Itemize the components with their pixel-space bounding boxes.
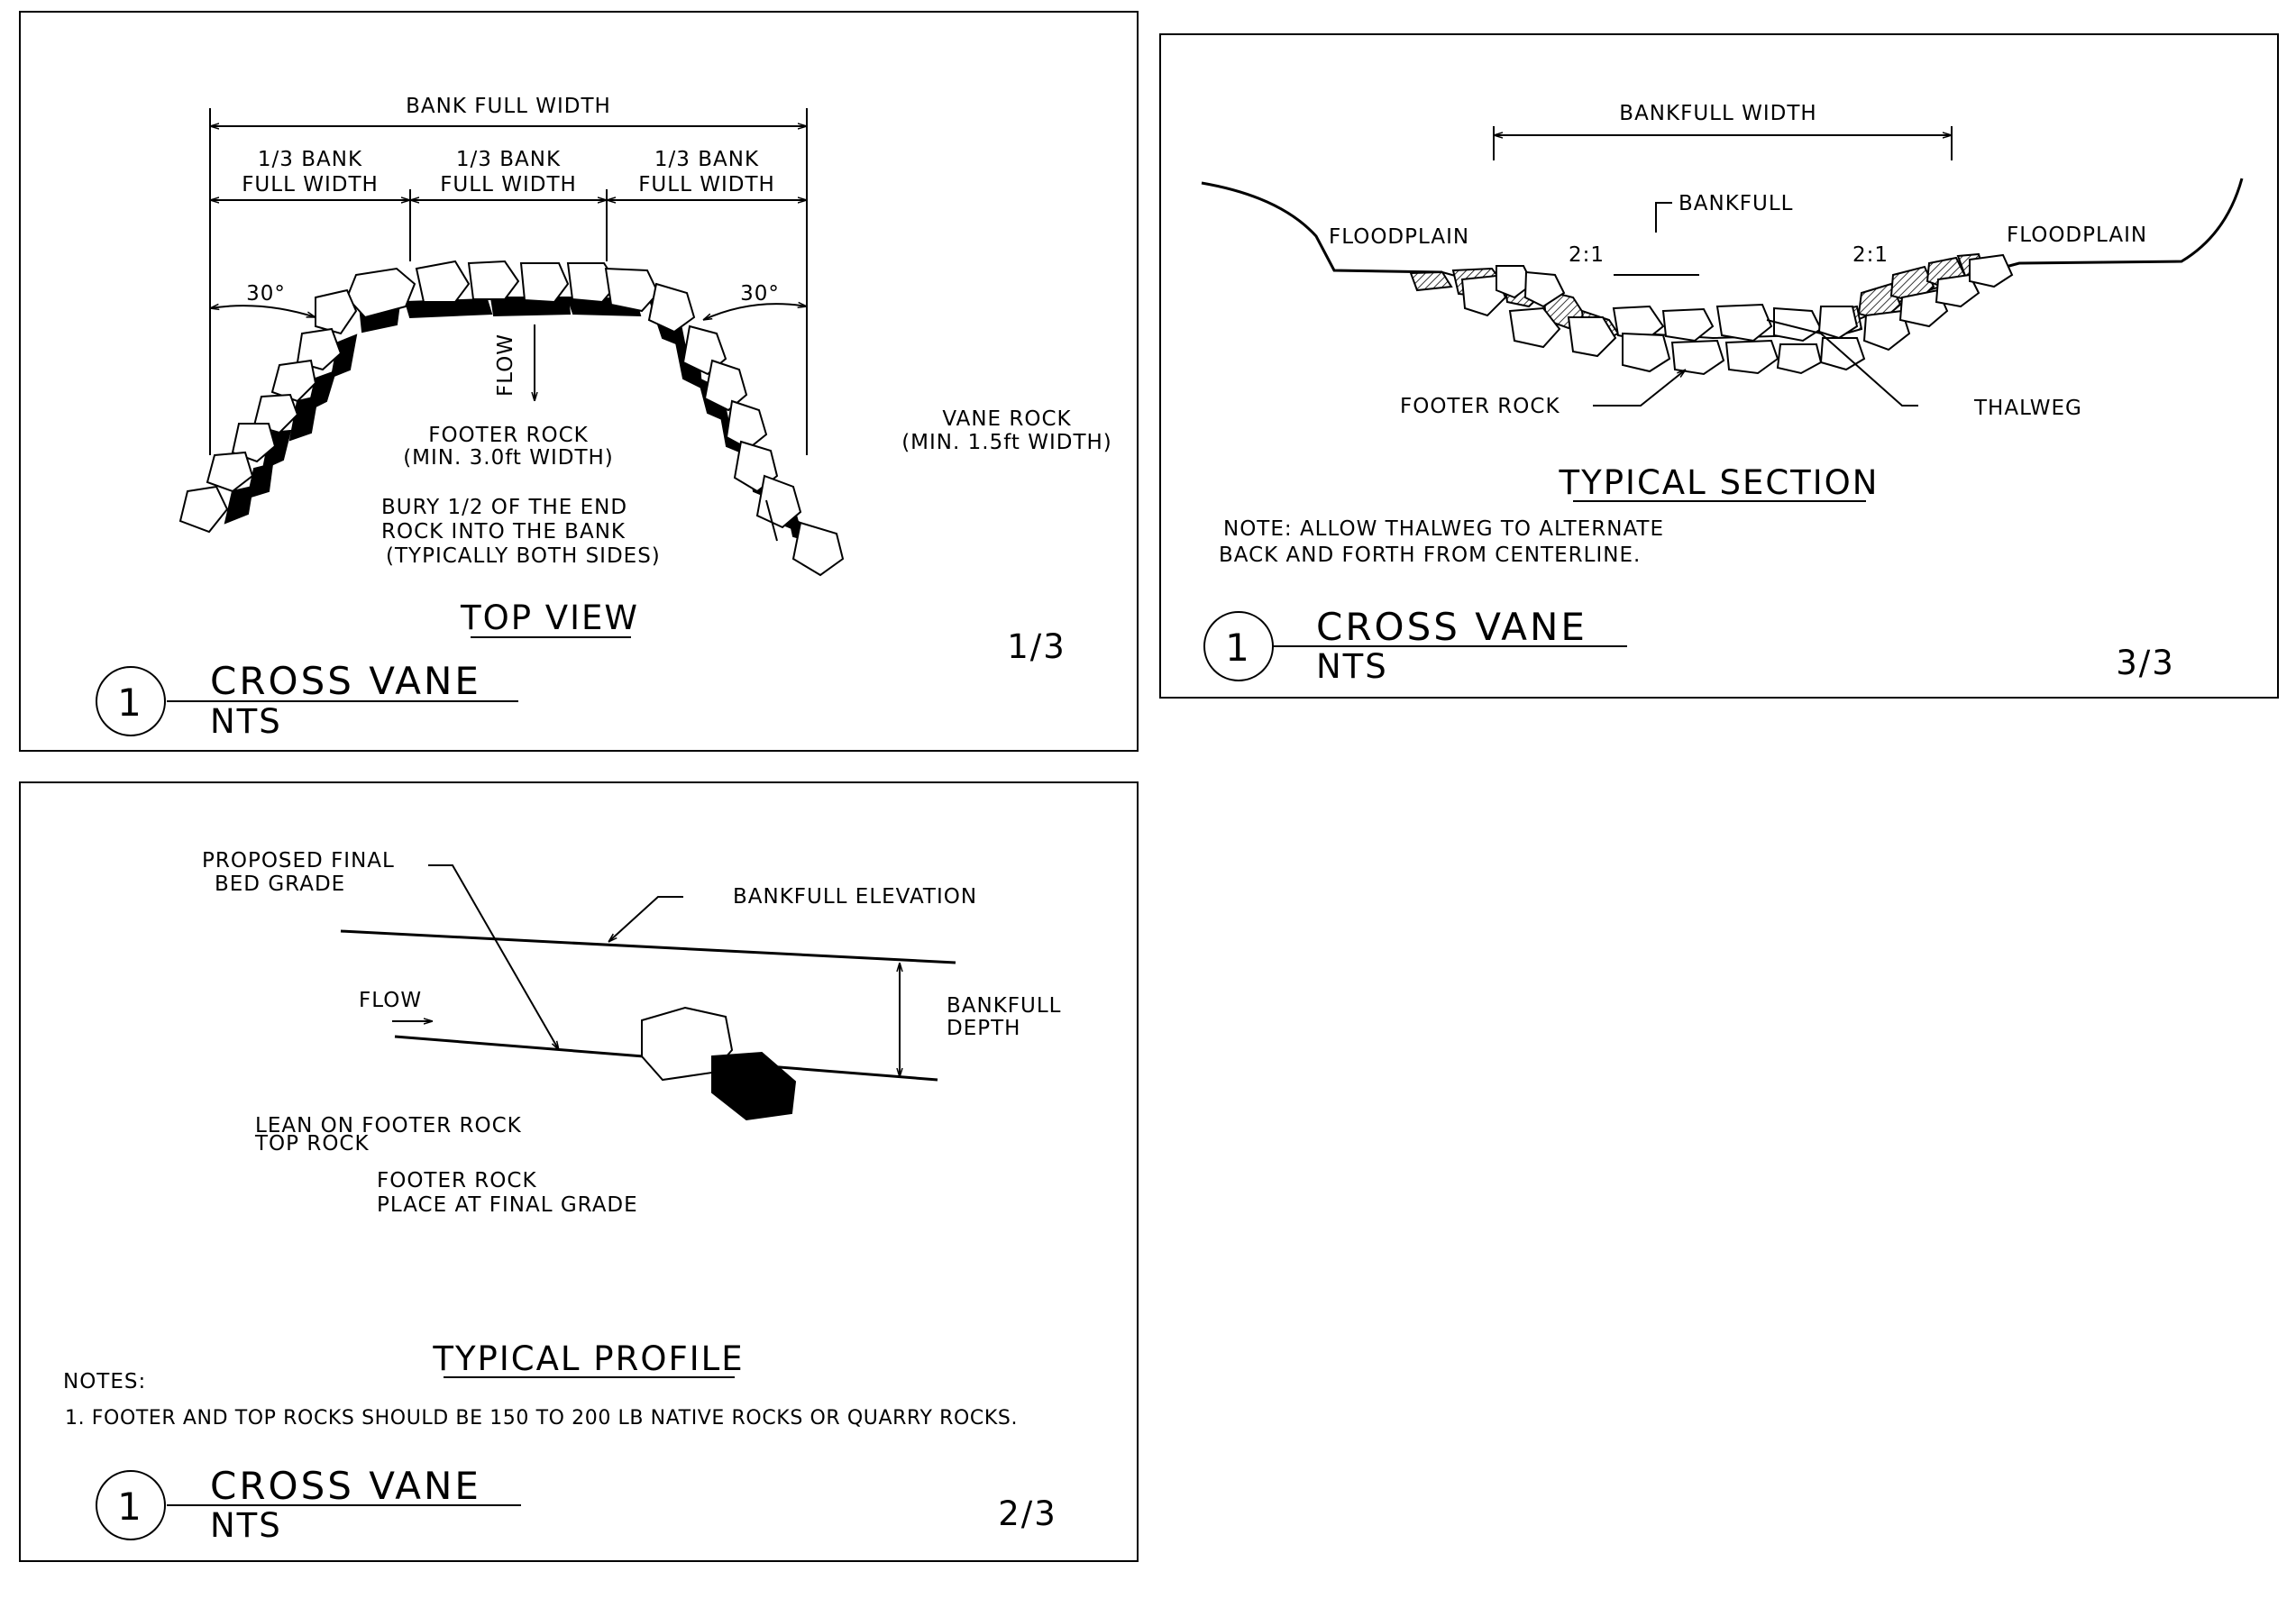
panel-top-view: BANK FULL WIDTH 1/3 BANK FULL WIDTH 1/3 … xyxy=(19,11,1139,752)
sheet-number: 1/3 xyxy=(1007,627,1066,666)
bank-full-width-label: BANK FULL WIDTH xyxy=(406,95,611,118)
top-view-title: TOP VIEW xyxy=(460,598,639,637)
panel-typical-profile: PROPOSED FINAL BED GRADE BANKFULL ELEVAT… xyxy=(19,781,1139,1562)
detail-bubble xyxy=(96,1470,166,1540)
sheet-number: 2/3 xyxy=(998,1494,1057,1533)
section-note-line1: NOTE: ALLOW THALWEG TO ALTERNATE xyxy=(1223,517,1664,541)
ground-right xyxy=(1991,178,2244,272)
detail-title: CROSS VANE xyxy=(210,659,481,703)
bankfull-depth-label-line2: DEPTH xyxy=(947,1017,1020,1040)
floodplain-left-label: FLOODPLAIN xyxy=(1329,225,1469,249)
flow-label: FLOW xyxy=(359,989,422,1012)
detail-title: CROSS VANE xyxy=(210,1464,481,1508)
sheet-number: 3/3 xyxy=(2116,644,2175,682)
vane-rock-label-line1: VANE ROCK xyxy=(942,407,1071,431)
note-1: 1. FOOTER AND TOP ROCKS SHOULD BE 150 TO… xyxy=(65,1407,1018,1430)
detail-title: CROSS VANE xyxy=(1316,605,1587,649)
detail-scale: NTS xyxy=(1316,647,1388,686)
thalweg-label: THALWEG xyxy=(1973,397,2082,420)
dimension-lines xyxy=(209,108,808,455)
bury-note-line3: (TYPICALLY BOTH SIDES) xyxy=(386,544,661,568)
third-width-center-line1: 1/3 BANK xyxy=(456,148,561,171)
panel-typical-section: BANKFULL WIDTH xyxy=(1159,33,2279,699)
detail-number: 1 xyxy=(117,681,144,725)
section-rocks xyxy=(1409,252,2014,376)
typical-section-title: TYPICAL SECTION xyxy=(1559,463,1880,502)
notes-heading: NOTES: xyxy=(63,1370,146,1393)
panel-border xyxy=(19,11,1139,752)
detail-number: 1 xyxy=(1225,626,1252,670)
third-width-left-line2: FULL WIDTH xyxy=(242,173,379,196)
proposed-grade-label-line1: PROPOSED FINAL xyxy=(202,849,395,873)
detail-scale: NTS xyxy=(210,702,282,741)
detail-bubble xyxy=(96,666,166,736)
footer-rock-label-line1: FOOTER ROCK xyxy=(428,424,589,447)
detail-scale: NTS xyxy=(210,1506,282,1545)
panel-border xyxy=(1159,33,2279,699)
third-width-left-line1: 1/3 BANK xyxy=(258,148,362,171)
footer-rock-label-line1: FOOTER ROCK xyxy=(377,1169,537,1192)
bankfull-elevation-label: BANKFULL ELEVATION xyxy=(733,885,977,909)
typical-profile-title: TYPICAL PROFILE xyxy=(432,1339,744,1378)
ground-left xyxy=(1201,181,1443,274)
lean-label-line1: LEAN ON FOOTER ROCK xyxy=(255,1114,522,1137)
third-width-right-line2: FULL WIDTH xyxy=(638,173,775,196)
third-width-center-line2: FULL WIDTH xyxy=(440,173,577,196)
third-width-right-line1: 1/3 BANK xyxy=(654,148,759,171)
footer-rock-label: FOOTER ROCK xyxy=(1400,395,1560,418)
angle-left-label: 30° xyxy=(246,282,286,306)
detail-number: 1 xyxy=(117,1485,144,1529)
bankfull-depth-label-line1: BANKFULL xyxy=(947,994,1062,1018)
slope-left-label: 2:1 xyxy=(1569,243,1605,267)
floodplain-right-label: FLOODPLAIN xyxy=(2007,224,2147,247)
angle-right-label: 30° xyxy=(740,282,780,306)
slope-right-label: 2:1 xyxy=(1852,243,1889,267)
bankfull-elevation-line xyxy=(340,929,956,964)
footer-rock xyxy=(711,1051,797,1121)
section-note-line2: BACK AND FORTH FROM CENTERLINE. xyxy=(1219,544,1641,567)
bury-note-line1: BURY 1/2 OF THE END xyxy=(381,496,627,519)
lean-label-line2: TOP ROCK xyxy=(254,1132,370,1156)
bankfull-width-label: BANKFULL WIDTH xyxy=(1619,102,1816,125)
proposed-grade-label-line2: BED GRADE xyxy=(215,873,345,896)
vane-rocks xyxy=(178,260,845,577)
footer-rock-label-line2: (MIN. 3.0ft WIDTH) xyxy=(403,446,614,470)
panel-border xyxy=(19,781,1139,1562)
footer-rock-label-line2: PLACE AT FINAL GRADE xyxy=(377,1193,638,1217)
bankfull-label: BANKFULL xyxy=(1679,192,1794,215)
bury-note-line2: ROCK INTO THE BANK xyxy=(381,520,626,544)
flow-label: FLOW xyxy=(494,333,517,397)
vane-rock-label-line2: (MIN. 1.5ft WIDTH) xyxy=(901,431,1112,454)
